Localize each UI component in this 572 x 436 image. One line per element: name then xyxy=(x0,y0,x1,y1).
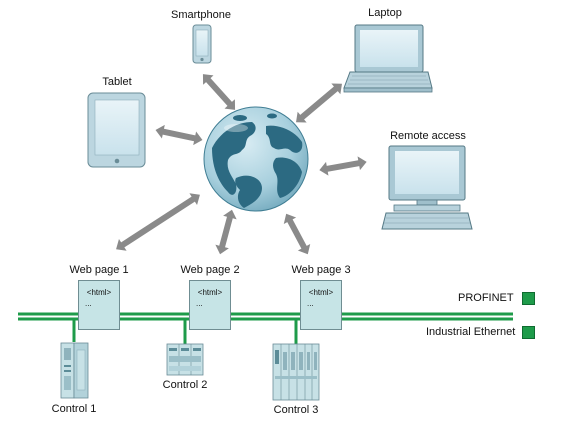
tablet-label: Tablet xyxy=(102,76,132,88)
arrow-remote xyxy=(319,156,367,176)
laptop-label: Laptop xyxy=(368,7,402,19)
laptop-icon xyxy=(343,24,433,93)
arrow-web-page-1 xyxy=(116,193,200,251)
legend-industrial-ethernet-swatch xyxy=(522,326,535,339)
web-page-2-title: Web page 2 xyxy=(180,264,240,276)
arrow-web-page-3 xyxy=(283,213,311,255)
control-3-label: Control 3 xyxy=(273,404,319,416)
web-page-1-title: Web page 1 xyxy=(69,264,129,276)
plc-icon xyxy=(166,343,204,376)
plc-icon xyxy=(60,342,89,399)
arrows xyxy=(116,74,367,255)
arrow-laptop xyxy=(296,83,342,123)
control-2-label: Control 2 xyxy=(162,379,208,391)
web-page-3-title: Web page 3 xyxy=(291,264,351,276)
monitor-icon xyxy=(381,145,473,230)
web-page-dots: ... xyxy=(196,299,203,308)
arrow-smartphone xyxy=(202,74,236,110)
legend-profinet-label: PROFINET xyxy=(458,292,514,304)
arrow-web-page-2 xyxy=(215,209,237,255)
globe-icon xyxy=(203,106,309,212)
web-page-3: <html> ... xyxy=(300,280,342,330)
web-page-dots: ... xyxy=(307,299,314,308)
html-tag: <html> xyxy=(86,288,112,297)
tablet-icon xyxy=(87,92,146,168)
smartphone-label: Smartphone xyxy=(171,9,231,21)
html-tag: <html> xyxy=(197,288,223,297)
plc-icon xyxy=(272,343,320,401)
arrow-tablet xyxy=(155,124,203,146)
web-page-1: <html> ... xyxy=(78,280,120,330)
control-1-label: Control 1 xyxy=(51,403,97,415)
web-page-dots: ... xyxy=(85,299,92,308)
smartphone-icon xyxy=(192,24,212,64)
web-page-2: <html> ... xyxy=(189,280,231,330)
legend-profinet-swatch xyxy=(522,292,535,305)
remote-access-label: Remote access xyxy=(390,130,466,142)
html-tag: <html> xyxy=(308,288,334,297)
legend-industrial-ethernet-label: Industrial Ethernet xyxy=(426,326,516,338)
